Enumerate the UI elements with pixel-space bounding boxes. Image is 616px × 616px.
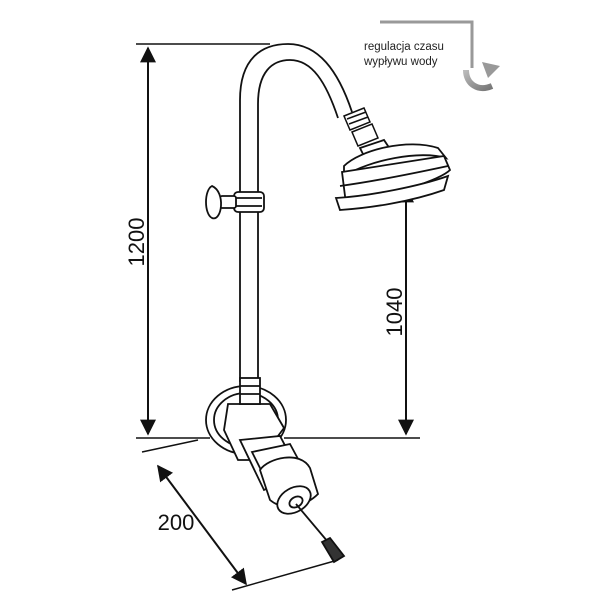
mixer-lever (295, 503, 346, 564)
head-coupling (343, 107, 379, 147)
dimension-label-depth: 200 (158, 510, 195, 535)
note-line-1: regulacja czasu (364, 41, 444, 53)
shower-head (334, 138, 452, 211)
dimension-depth: 200 (141, 439, 339, 591)
riser-pipe (239, 43, 353, 382)
time-regulation-note: regulacja czasu wypływu wody (363, 20, 500, 91)
dimension-head-height: 1040 (284, 186, 420, 439)
rotate-arrow-icon (463, 62, 500, 91)
extension-line-wall (141, 439, 199, 453)
dimension-label-head-height: 1040 (382, 288, 407, 337)
extension-line-handle (231, 559, 339, 591)
slide-holder (205, 185, 265, 219)
mixer-cartridge (238, 435, 320, 515)
dimension-total-height: 1200 (124, 43, 270, 439)
note-line-2: wypływu wody (363, 56, 438, 68)
valve-body (205, 377, 287, 461)
dimension-arrow-depth (157, 464, 247, 586)
dimension-label-total-height: 1200 (124, 218, 149, 267)
allen-key-icon (380, 20, 474, 68)
